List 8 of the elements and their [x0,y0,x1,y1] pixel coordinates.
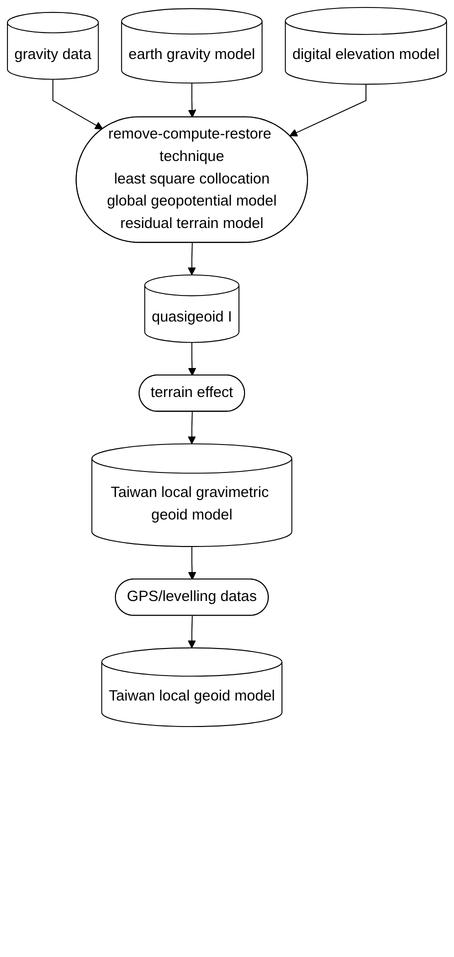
arrow [52,78,104,130]
arrow [188,82,196,118]
arrow [188,342,196,376]
arrow [188,242,196,276]
arrow [188,615,196,648]
arrow [188,546,196,580]
arrow [188,411,196,444]
arrow [289,84,366,136]
